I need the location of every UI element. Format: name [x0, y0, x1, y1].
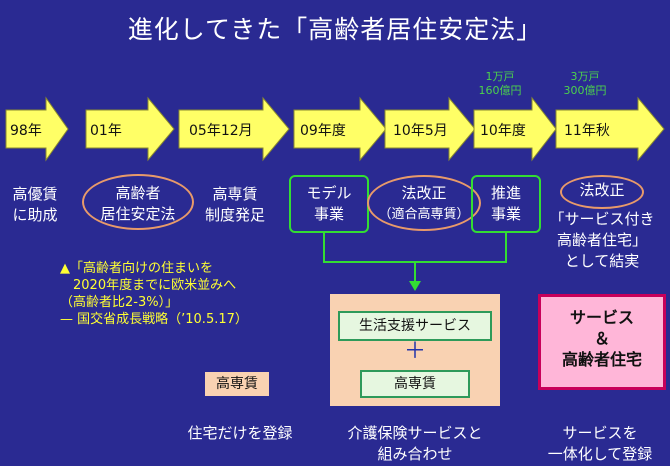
budget-units: 3万戸 — [570, 70, 600, 83]
timeline-arrow-3: 05年12月 — [177, 96, 291, 162]
note-line: — 国交省成長戦略（’10.5.17） — [60, 312, 248, 327]
event-2001: 高齢者 居住安定法 — [82, 183, 194, 225]
caption-line: 組み合わせ — [377, 445, 453, 463]
box-line: 高齢者住宅 — [561, 350, 642, 369]
event-1998: 高優賃 に助成 — [2, 184, 68, 226]
growth-strategy-note: ▲「高齢者向けの住まいを 2020年度までに欧米並みへ （高齢者比2-3%）」 … — [60, 260, 248, 328]
caption-line: 一体化して登録 — [547, 445, 653, 463]
arrow-shape — [473, 96, 557, 162]
caption-combined: 介護保険サービスと 組み合わせ — [330, 423, 500, 465]
arrow-shape — [5, 96, 69, 162]
event-line: 高優賃 — [12, 185, 58, 203]
caption-integrated: サービスを 一体化して登録 — [530, 423, 670, 465]
event-line: 「サービス付き — [549, 210, 655, 228]
timeline-label: 10年5月 — [393, 123, 448, 139]
arrow-shape — [384, 96, 476, 162]
event-line: 事業 — [313, 205, 344, 223]
timeline-arrow-7: 11年秋 — [554, 96, 666, 162]
arrow-shape — [555, 96, 665, 162]
timeline-label: 01年 — [90, 123, 122, 139]
event-line: 制度発足 — [204, 206, 265, 224]
event-line: 推進 — [490, 184, 521, 202]
caption-line: 介護保険サービスと — [347, 424, 483, 442]
timeline-label: 10年度 — [480, 123, 526, 139]
box-line: サービス — [569, 308, 634, 327]
event-line: 事業 — [490, 205, 521, 223]
event-line: 高専賃 — [212, 185, 258, 203]
budget-units: 1万戸 — [485, 70, 515, 83]
caption-housing-only: 住宅だけを登録 — [187, 424, 293, 442]
timeline-arrow-2: 01年 — [84, 96, 176, 162]
event-line: （適合高専賃） — [378, 207, 470, 222]
arrow-shape — [293, 96, 387, 162]
koseichin-inner-box: 高専賃 — [360, 370, 470, 398]
note-line: 2020年度までに欧米並みへ — [60, 278, 237, 293]
event-2001-oval — [82, 174, 194, 230]
event-2010: 推進 事業 — [471, 183, 541, 225]
timeline-arrow-5: 10年5月 — [383, 96, 477, 162]
combined-service-panel: 生活支援サービス ＋ 高専賃 — [330, 294, 500, 406]
event-2009: モデル 事業 — [289, 183, 369, 225]
timeline-arrow-4: 09年度 — [292, 96, 388, 162]
event-2005: 高専賃 制度発足 — [190, 184, 280, 226]
event-line: に助成 — [12, 206, 58, 224]
event-line: 法改正 — [401, 184, 447, 202]
event-line: 居住安定法 — [100, 205, 176, 223]
event-2011: 法改正 「サービス付き 高齢者住宅」 として結実 — [548, 180, 656, 272]
timeline-label: 09年度 — [300, 123, 346, 139]
budget-label-2010: 1万戸 160億円 — [470, 70, 530, 98]
event-line: として結実 — [564, 252, 640, 270]
event-2011-oval — [560, 175, 644, 209]
page-title: 進化してきた「高齢者居住安定法」 — [127, 15, 543, 44]
life-support-service-box: 生活支援サービス — [338, 311, 492, 341]
box-line: ＆ — [593, 329, 610, 348]
arrow-shape — [178, 96, 290, 162]
caption-line: サービスを — [562, 424, 638, 442]
note-line: ▲「高齢者向けの住まいを — [60, 261, 213, 276]
event-line: 法改正 — [579, 181, 625, 199]
event-line: 高齢者 — [115, 184, 161, 202]
budget-amount: 160億円 — [478, 84, 522, 97]
timeline-arrow-1: 98年 — [4, 96, 70, 162]
timeline-label: 98年 — [10, 123, 42, 139]
event-2010-05-oval — [367, 175, 481, 231]
event-line: モデル — [306, 184, 352, 202]
service-housing-box: サービス ＆ 高齢者住宅 — [538, 294, 666, 390]
plus-icon: ＋ — [403, 339, 426, 364]
timeline-label: 11年秋 — [564, 123, 610, 139]
timeline-label: 05年12月 — [189, 123, 253, 139]
timeline-arrow-6: 10年度 — [472, 96, 558, 162]
event-line: 高齢者住宅」 — [556, 231, 647, 249]
note-line: （高齢者比2-3%）」 — [60, 295, 179, 310]
arrow-shape — [85, 96, 175, 162]
koseichin-box: 高専賃 — [205, 372, 269, 396]
event-2010-05: 法改正 （適合高専賃） — [367, 183, 481, 225]
budget-label-2011: 3万戸 300億円 — [555, 70, 615, 98]
budget-amount: 300億円 — [563, 84, 607, 97]
